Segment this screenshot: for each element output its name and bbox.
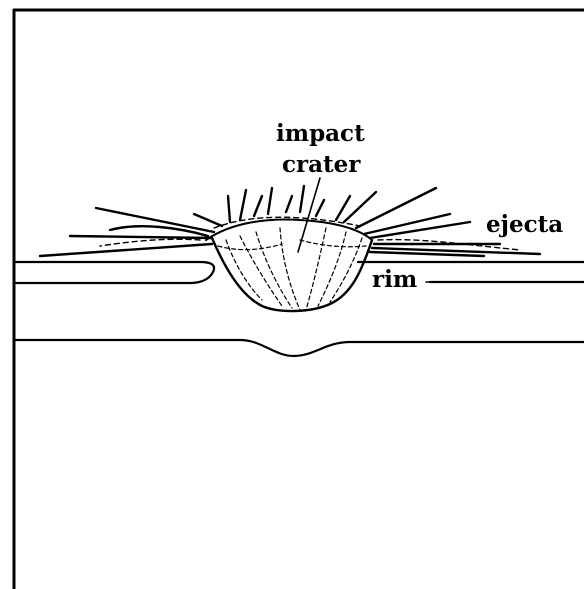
diagram-frame [14,10,584,589]
ejecta-label: ejecta [486,211,563,238]
surface-layer-left [14,262,214,283]
crater-label: crater [282,151,361,178]
crater-fractures [218,228,366,310]
ejecta-rays [40,186,540,256]
impact-label: impact [276,120,365,147]
rim-label: rim [372,266,417,293]
substrate-boundary [14,340,584,356]
